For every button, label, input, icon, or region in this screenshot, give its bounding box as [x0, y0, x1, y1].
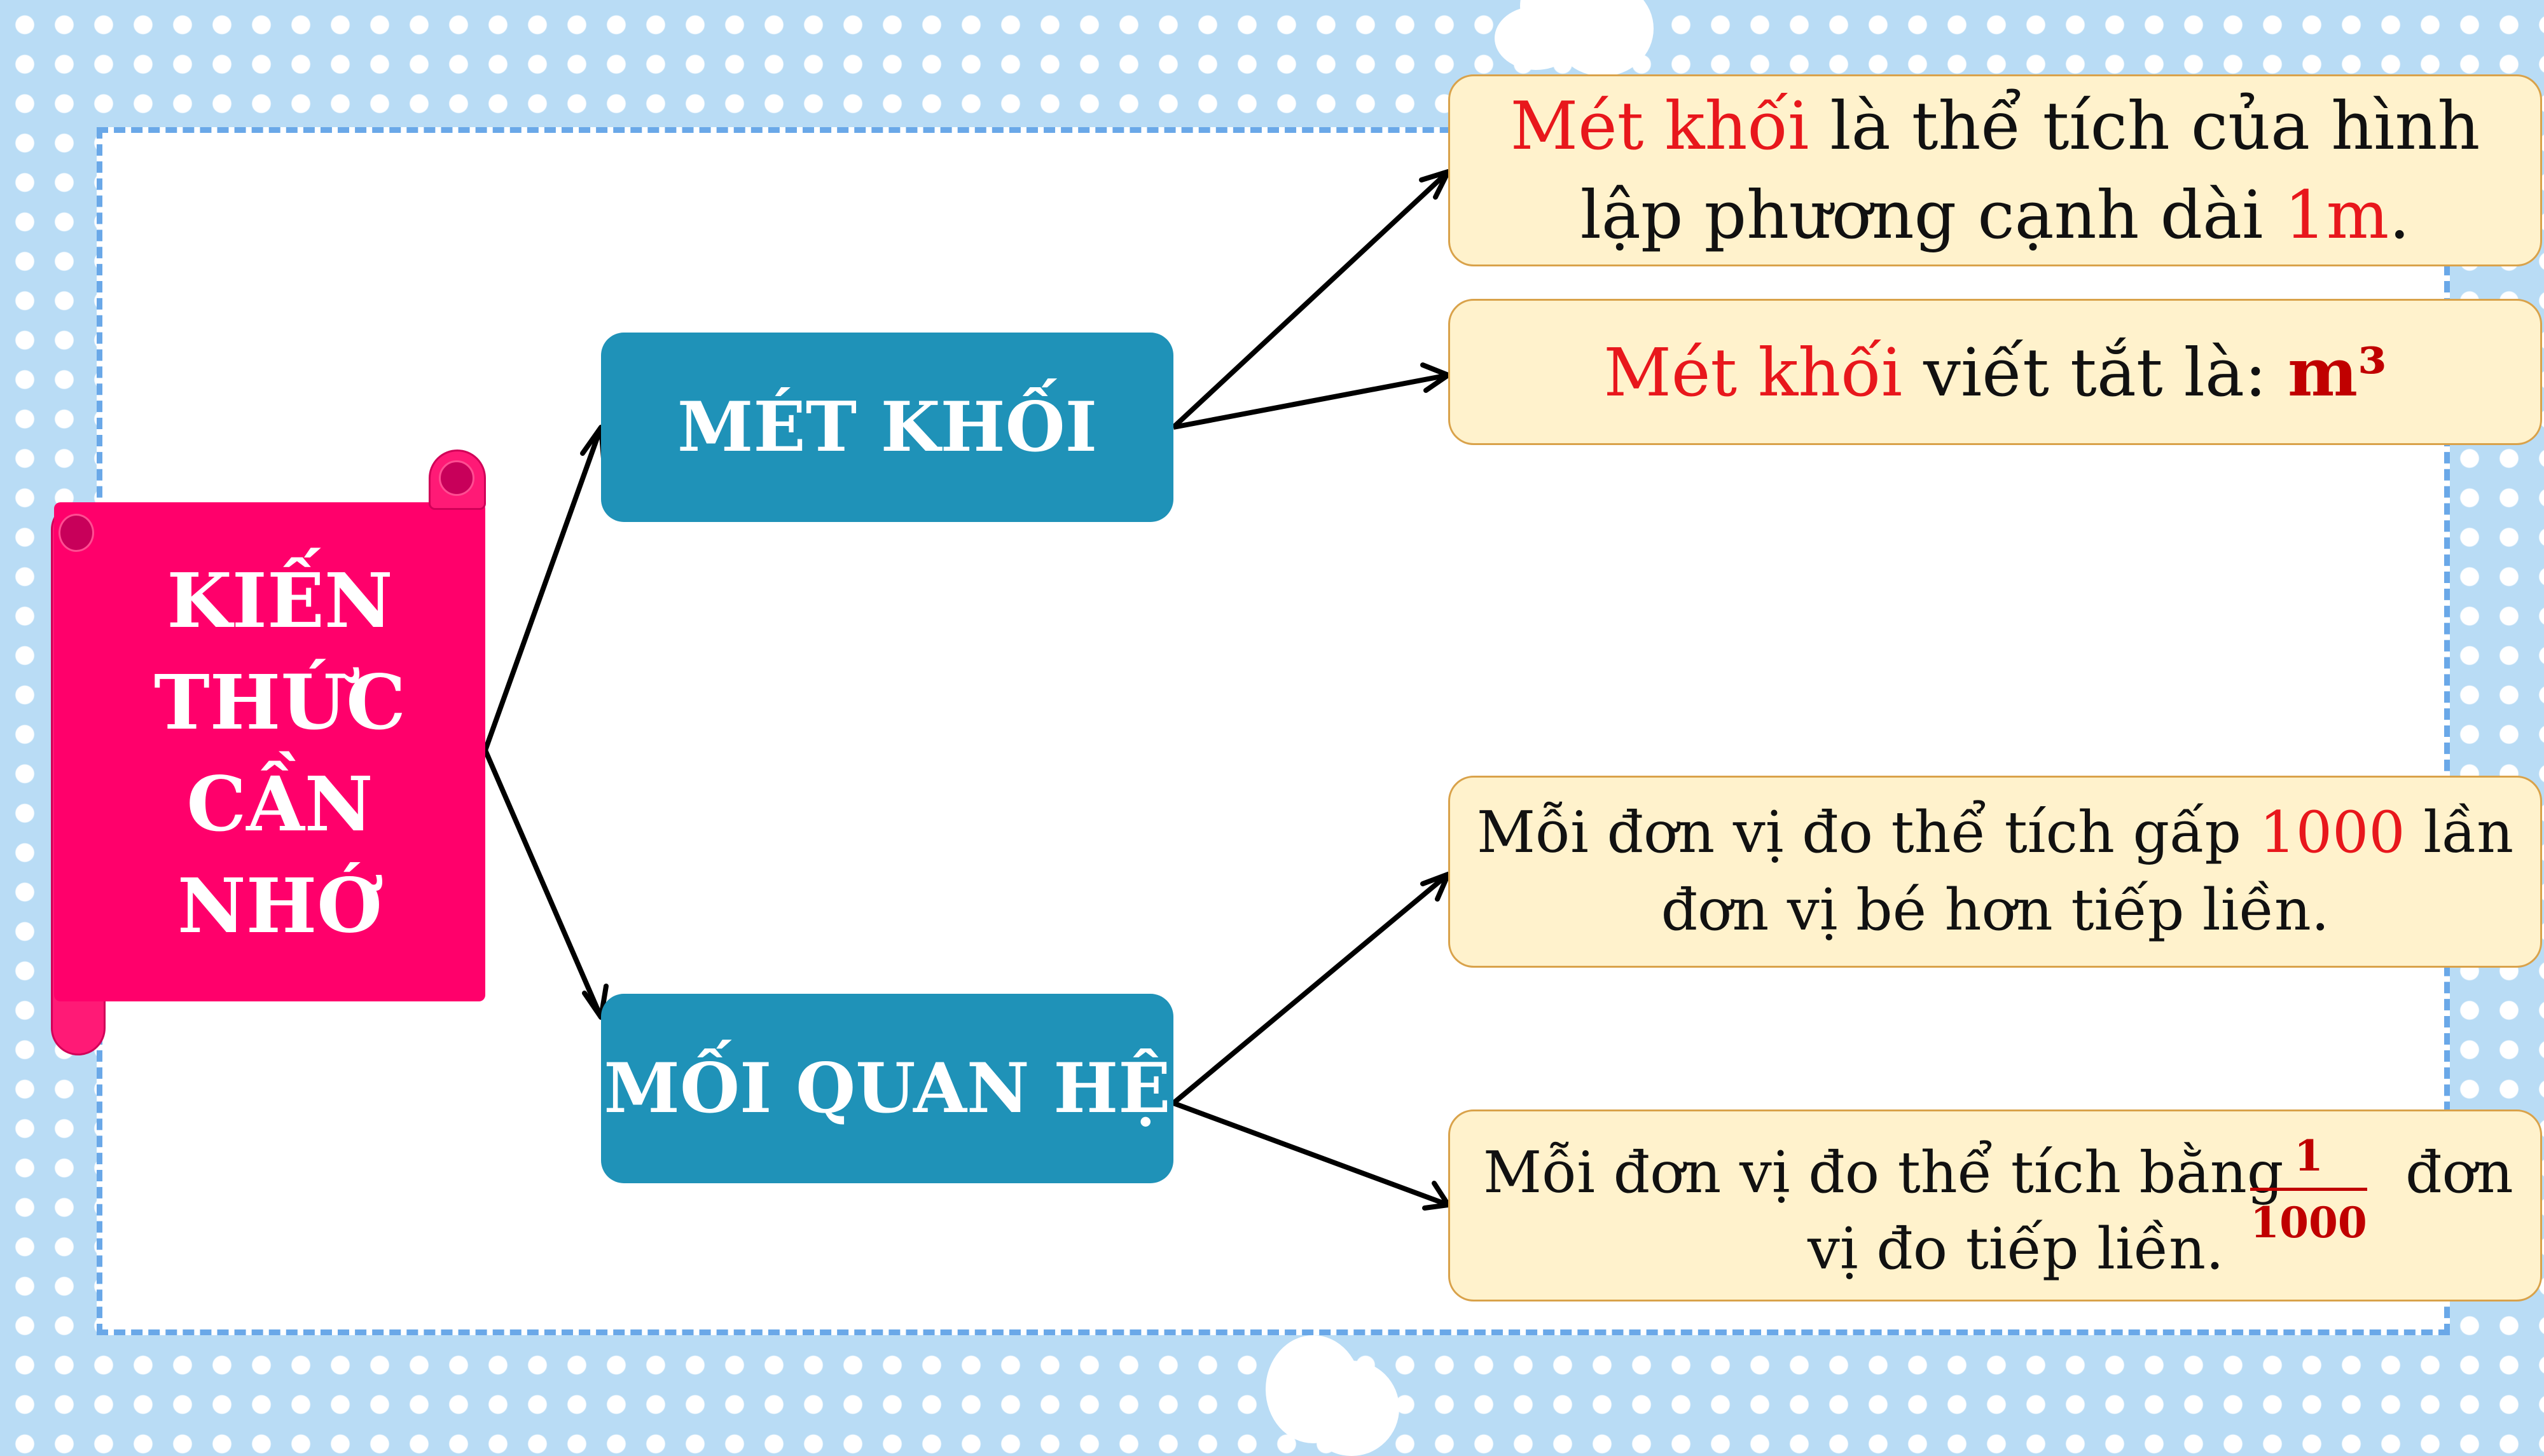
branch-label: MÉT KHỐI — [677, 387, 1098, 467]
root-title-line: CẦN — [186, 760, 373, 848]
fraction-numerator: 1 — [2294, 1131, 2323, 1181]
card-text: là thể tích của hình lập phương cạnh dài — [1580, 87, 2480, 254]
cloud-decoration-top — [1495, 6, 1577, 70]
scroll-curl-icon — [439, 460, 474, 496]
card-text: lần đơn vị bé hơn tiếp liền. — [1661, 799, 2514, 944]
arrow-met-khoi-to-abbreviation — [1173, 373, 1449, 430]
card-text: Mỗi đơn vị đo thể tích bằng — [1483, 1139, 2284, 1206]
card-text: viết tắt là: — [1902, 333, 2288, 411]
card-text: . — [2389, 176, 2410, 254]
rule-card-fraction: Mỗi đơn vị đo thể tích bằng 1 1000 đơn v… — [1448, 1109, 2542, 1301]
fraction-denominator: 1000 — [2250, 1198, 2367, 1247]
card-text: vị đo tiếp liền. — [1808, 1216, 2224, 1282]
value-highlight: 1m — [2284, 176, 2389, 254]
rule-card-1000-times: Mỗi đơn vị đo thể tích gấp 1000 lần đơn … — [1448, 776, 2542, 968]
branch-label: MỐI QUAN HỆ — [604, 1048, 1171, 1129]
root-title: KIẾN THỨC CẦN NHỚ — [108, 547, 452, 960]
term-highlight: Mét khối — [1510, 87, 1809, 165]
unit-symbol: m³ — [2288, 333, 2387, 411]
card-text: Mỗi đơn vị đo thể tích gấp — [1476, 799, 2260, 866]
arrow-met-khoi-to-definition — [1172, 170, 1450, 429]
definition-card: Mét khối là thể tích của hình lập phương… — [1448, 74, 2542, 266]
card-text: đơn — [2405, 1139, 2513, 1206]
title-scroll — [54, 502, 485, 1001]
arrow-root-to-moi-quan-he — [483, 749, 604, 1019]
fraction-bar — [2250, 1188, 2367, 1191]
arrow-moi-quan-he-to-rule-fraction — [1172, 1101, 1449, 1207]
root-title-line: NHỚ — [177, 862, 383, 950]
value-highlight: 1000 — [2259, 799, 2405, 866]
branch-node-moi-quan-he: MỐI QUAN HỆ — [601, 994, 1173, 1183]
root-title-line: KIẾN — [167, 556, 393, 645]
scroll-curl-icon — [59, 514, 94, 552]
abbreviation-card: Mét khối viết tắt là: m³ — [1448, 299, 2542, 445]
branch-node-met-khoi: MÉT KHỐI — [601, 333, 1173, 522]
arrow-root-to-met-khoi — [483, 426, 604, 752]
arrow-moi-quan-he-to-rule-1000 — [1172, 872, 1450, 1106]
term-highlight: Mét khối — [1603, 333, 1903, 411]
fraction: 1 1000 — [2250, 1130, 2367, 1248]
root-title-line: THỨC — [153, 658, 406, 746]
